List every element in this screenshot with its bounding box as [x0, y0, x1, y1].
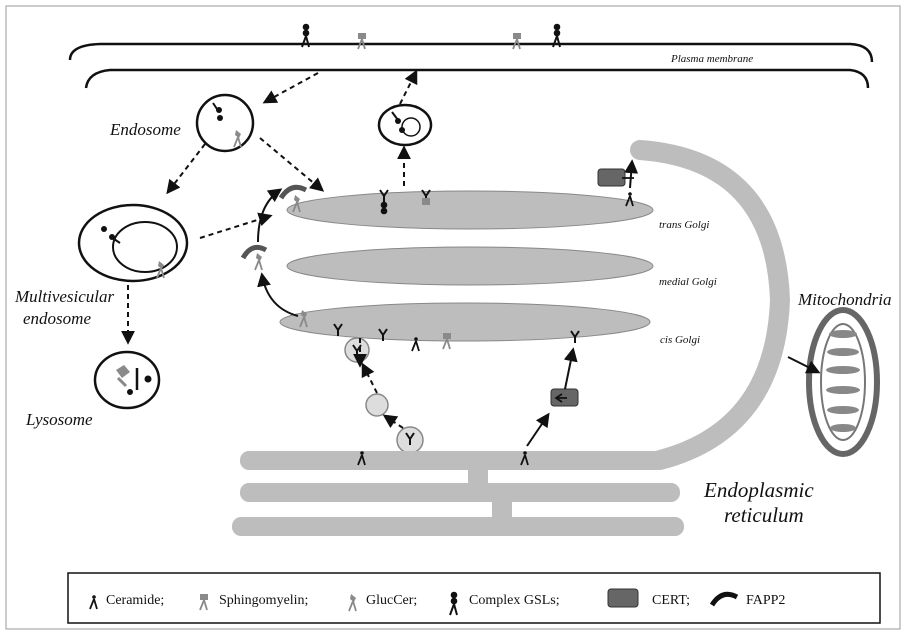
- legend-fapp2-icon: [709, 591, 739, 607]
- cis-golgi-cisterna: [279, 302, 651, 342]
- medial-golgi-cisterna: [286, 246, 654, 286]
- plasma-membrane-label: Plasma membrane: [670, 53, 753, 65]
- legend-ceramide: Ceramide;: [106, 593, 164, 608]
- legend-complex-gsls: Complex GSLs;: [469, 593, 560, 608]
- er-label-line1: Endoplasmic: [703, 478, 814, 502]
- plasma-membrane: [68, 22, 874, 89]
- outer-frame: [5, 5, 901, 630]
- cis-golgi-label: cis Golgi: [660, 334, 700, 346]
- er-vesicles: [344, 337, 424, 454]
- legend-fapp2: FAPP2: [746, 593, 785, 608]
- endosome: [195, 93, 255, 153]
- trans-golgi-label: trans Golgi: [659, 219, 709, 231]
- endoplasmic-reticulum: [232, 140, 791, 536]
- legend-glucer: GlucCer;: [366, 593, 417, 608]
- golgi-apparatus: [279, 190, 654, 342]
- cert-near-trans: [597, 168, 634, 207]
- lysosome: [93, 350, 161, 410]
- multivesicular-label-line2: endosome: [23, 309, 91, 328]
- legend-cert: CERT;: [652, 593, 690, 608]
- medial-golgi-label: medial Golgi: [659, 276, 717, 288]
- er-label-line2: reticulum: [724, 503, 804, 527]
- multivesicular-endosome: [77, 203, 189, 283]
- trans-golgi-cisterna: [286, 190, 654, 230]
- legend: Ceramide; Sphingomyelin; GlucCer; Comple…: [67, 572, 881, 624]
- secretory-vesicle: [377, 103, 433, 147]
- multivesicular-label-line1: Multivesicular: [14, 287, 115, 306]
- endosome-label: Endosome: [109, 120, 181, 139]
- mitochondria: [787, 307, 880, 457]
- legend-sphingomyelin: Sphingomyelin;: [219, 593, 308, 608]
- transport-arrows: [121, 69, 639, 447]
- legend-cert-swatch: [607, 588, 639, 608]
- lysosome-label: Lysosome: [25, 410, 93, 429]
- mitochondria-label: Mitochondria: [797, 290, 892, 309]
- cert-near-golgi: [550, 388, 579, 407]
